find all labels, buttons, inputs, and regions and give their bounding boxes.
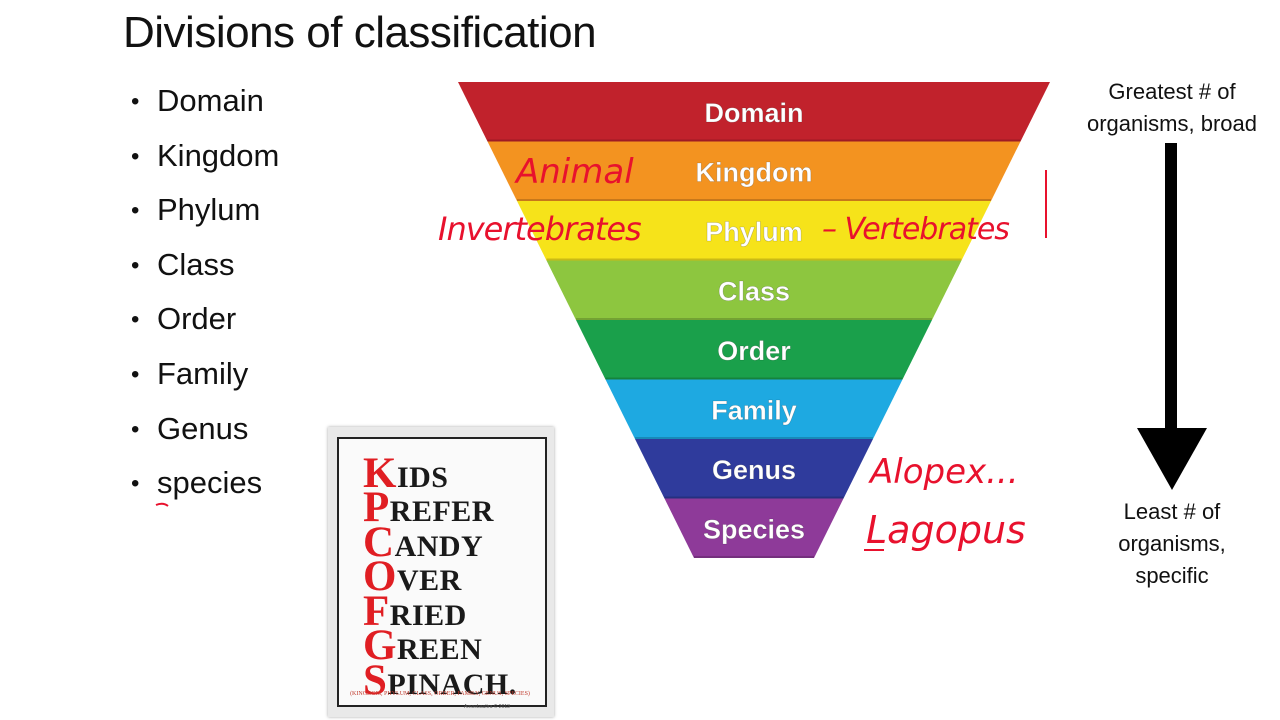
pyramid-layer-species [664,498,844,558]
bullet-item: •Phylum [131,187,279,242]
poster-line: GREEN [363,622,483,669]
pyramid-label-genus: Genus [712,455,796,485]
bullet-dot: • [131,197,140,225]
poster-footer: (KINGDOM, PHYLUM, CLASS, ORDER, FAMILY, … [350,691,530,697]
pyramid-label-class: Class [718,276,790,306]
poster-copyright: Amoebaultra © 2013 [464,704,510,710]
poster-line: CANDY [363,519,484,566]
poster-line: SPINACH. [363,657,517,704]
mnemonic-poster: KIDS PREFER CANDY OVER FRIED GREEN SPINA… [328,427,554,717]
pyramid-label-kingdom: Kingdom [696,157,813,187]
poster-frame: KIDS PREFER CANDY OVER FRIED GREEN SPINA… [337,437,547,707]
bullet-dot: • [131,415,140,443]
bullet-item: •species [131,460,279,515]
bullet-dot: • [131,360,140,388]
ink-underline-species [155,502,169,507]
bullet-item: •Class [131,242,279,297]
bullet-item: •Order [131,296,279,351]
pyramid-layer-phylum [517,201,991,261]
bullet-dot: • [131,470,140,498]
annotation-lagopus: Lagopus [866,508,1026,552]
pyramid-layer-genus [635,439,873,499]
bullet-item: •Family [131,351,279,406]
bullet-item: •Kingdom [131,133,279,188]
pyramid-layer-kingdom [487,141,1021,201]
pyramid-label-order: Order [717,336,791,366]
bullet-item: •Domain [131,78,279,133]
bullet-dot: • [131,142,140,170]
arrow-shaft [1165,143,1177,433]
poster-line: FRIED [363,588,467,635]
annotation-alopex: Alopex... [870,452,1019,492]
pyramid-layer-family [605,379,903,439]
slide-title: Divisions of classification [123,8,597,57]
side-label-bottom: Least # of organisms, specific [1118,499,1226,588]
poster-line: PREFER [363,484,494,531]
pyramid-layer-domain [458,82,1050,142]
annotation-invertebrates: Invertebrates [438,210,642,248]
pyramid-layers: DomainKingdomPhylumClassOrderFamilyGenus… [458,82,1050,558]
bullet-list: •Domain •Kingdom •Phylum •Class •Order •… [131,78,279,515]
poster-line: OVER [363,553,462,600]
pyramid-label-domain: Domain [704,98,803,128]
bullet-dot: • [131,306,140,334]
pyramid-label-family: Family [711,395,797,425]
bullet-item: •Genus [131,406,279,461]
arrow-down-icon [1137,428,1207,490]
pyramid-label-species: Species [703,514,805,544]
bullet-dot: • [131,251,140,279]
bullet-dot: • [131,88,140,115]
poster-line: KIDS [363,450,449,497]
pyramid-layer-class [546,260,962,320]
pyramid-label-phylum: Phylum [705,217,803,247]
annotation-vertebrates: – Vertebrates [822,212,1010,247]
side-label-top: Greatest # of organisms, broad [1087,79,1257,136]
pyramid-layer-order [576,320,932,380]
annotation-animal: Animal [516,152,634,192]
